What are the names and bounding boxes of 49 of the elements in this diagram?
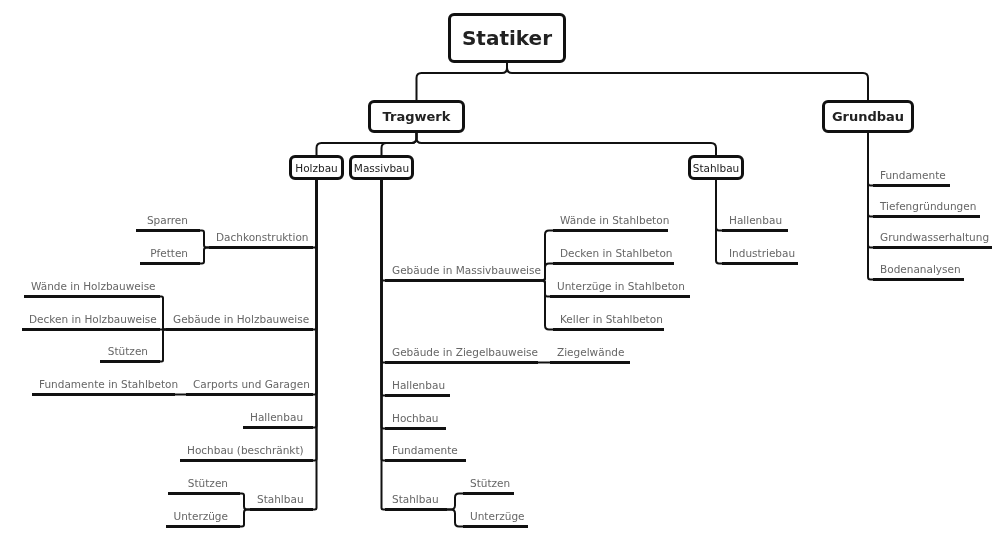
underlined-topic: Tiefengründungen: [873, 199, 980, 218]
underlined-topic: Wände in Holzbauweise: [24, 279, 160, 298]
underlined-topic: Stützen: [168, 476, 240, 495]
underlined-topic: Gebäude in Massivbauweise: [385, 263, 540, 282]
topic-box: Statiker: [448, 13, 566, 63]
underlined-topic: Hallenbau: [243, 410, 313, 429]
underlined-topic: Hochbau (beschränkt): [180, 443, 313, 462]
connector-line: [159, 295, 167, 331]
underlined-topic: Decken in Stahlbeton: [553, 246, 674, 265]
connector-line: [415, 132, 717, 156]
connector-line: [446, 508, 464, 528]
underlined-topic: Stützen: [100, 344, 160, 363]
underlined-topic: Bodenanalysen: [873, 262, 964, 281]
connector-line: [715, 179, 723, 265]
underlined-topic: Grundwasserhaltung: [873, 230, 992, 249]
underlined-topic: Unterzüge: [166, 509, 240, 528]
topic-box: Massivbau: [349, 155, 414, 180]
underlined-topic: Unterzüge in Stahlbeton: [550, 279, 690, 298]
topic-box: Stahlbau: [688, 155, 744, 180]
underlined-topic: Ziegelwände: [550, 345, 630, 364]
underlined-topic: Dachkonstruktion: [209, 230, 313, 249]
connector-line: [174, 393, 187, 396]
underlined-topic: Hallenbau: [722, 213, 788, 232]
connector-line: [199, 229, 210, 249]
underlined-topic: Industriebau: [722, 246, 798, 265]
underlined-topic: Gebäude in Ziegelbauweise: [385, 345, 538, 364]
underlined-topic: Sparren: [136, 213, 200, 232]
underlined-topic: Wände in Stahlbeton: [553, 213, 668, 232]
connector-line: [159, 328, 167, 363]
underlined-topic: Pfetten: [140, 246, 200, 265]
underlined-topic: Fundamente: [385, 443, 466, 462]
underlined-topic: Unterzüge: [463, 509, 528, 528]
underlined-topic: Fundamente: [873, 168, 950, 187]
underlined-topic: Hochbau: [385, 411, 446, 430]
underlined-topic: Gebäude in Holzbauweise: [166, 312, 313, 331]
connector-line: [199, 246, 210, 265]
topic-box: Holzbau: [289, 155, 344, 180]
underlined-topic: Stützen: [463, 476, 514, 495]
underlined-topic: Stahlbau: [385, 492, 447, 511]
connector-line: [537, 361, 551, 364]
underlined-topic: Decken in Holzbauweise: [22, 312, 160, 331]
connector-line: [539, 279, 554, 331]
topic-box: Grundbau: [822, 100, 914, 133]
connector-line: [239, 508, 251, 528]
underlined-topic: Stahlbau: [250, 492, 313, 511]
underlined-topic: Keller in Stahlbeton: [553, 312, 664, 331]
underlined-topic: Carports und Garagen: [186, 377, 313, 396]
topic-box: Tragwerk: [368, 100, 465, 133]
underlined-topic: Hallenbau: [385, 378, 450, 397]
